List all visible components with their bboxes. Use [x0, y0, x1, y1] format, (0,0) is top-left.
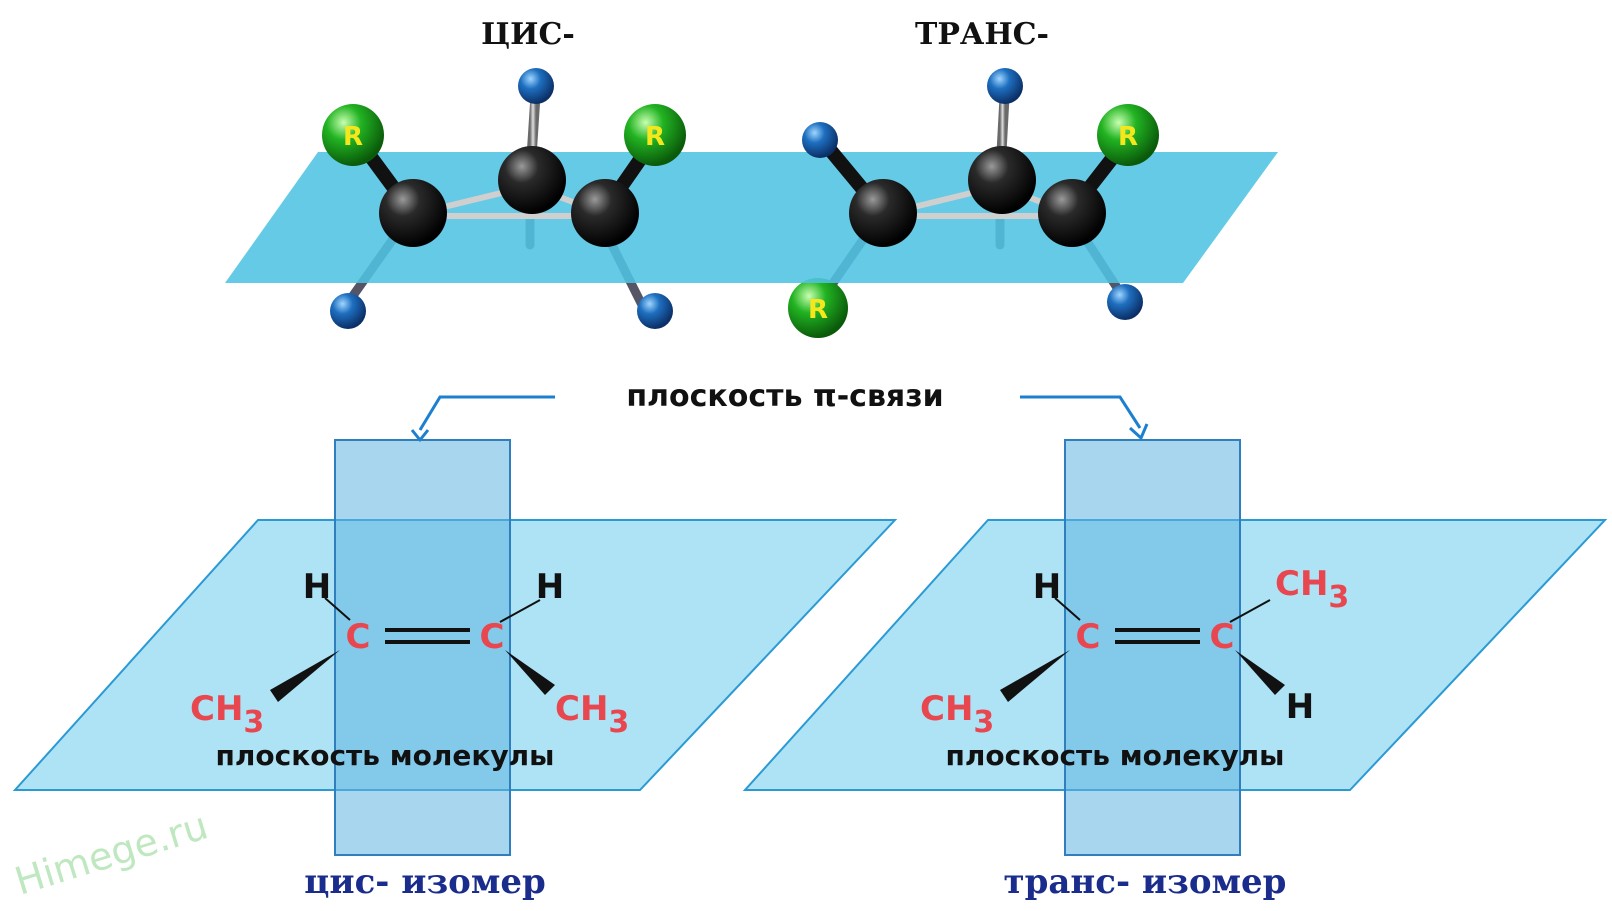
trans-h-top	[987, 68, 1023, 104]
cis-bond-h-left	[324, 597, 351, 621]
trans-bond-ch3-right	[1229, 599, 1271, 623]
cis-molecule-plane-label: плоскость молекулы	[216, 739, 555, 772]
trans-h-bottom-right: H	[1286, 687, 1314, 727]
cis-wedge-right	[505, 650, 555, 695]
pi-arrow-left	[418, 395, 555, 431]
cis-ch3-right: CH3	[555, 689, 629, 740]
cis-r-right-label: R	[645, 122, 665, 152]
trans-c-middle	[968, 146, 1036, 214]
trans-c-right	[1038, 179, 1106, 247]
cis-h-right: H	[536, 567, 564, 607]
trans-r-bottom	[788, 278, 848, 338]
trans-r-right	[1097, 104, 1159, 166]
trans-wedge-left	[1000, 650, 1070, 702]
pi-arrow-right-head	[1128, 423, 1149, 441]
trans-wedge-right	[1235, 650, 1285, 695]
trans-c-left-symbol: C	[1076, 617, 1101, 657]
cis-r-left-label: R	[343, 122, 363, 152]
trans-pi-plane	[1064, 439, 1241, 856]
cis-h-bottom-right	[637, 293, 673, 329]
trans-isomer-caption: транс- изомер	[1004, 862, 1287, 902]
trans-isomer-panel: H CH3 C C CH3 H плоскость молекулы	[742, 439, 1608, 856]
trans-bond-h-left	[1054, 597, 1081, 621]
trans-ch3-top-right: CH3	[1275, 564, 1349, 615]
cis-c-middle	[498, 146, 566, 214]
cis-wedge-left	[270, 650, 340, 702]
cis-c-left-symbol: C	[346, 617, 371, 657]
pi-arrow-right	[1020, 395, 1142, 429]
cis-h-top	[518, 68, 554, 104]
cis-h-bottom-left	[330, 293, 366, 329]
trans-c-right-symbol: C	[1210, 617, 1235, 657]
trans-ch3-bottom-left: CH3	[920, 689, 994, 740]
pi-arrow-left-head	[410, 429, 430, 443]
trans-h-upper-left	[802, 122, 838, 158]
watermark: Himege.ru	[10, 803, 213, 903]
cis-isomer-panel: H H C C CH3 CH3 плоскость молекулы	[12, 439, 898, 856]
cis-top-label: ЦИС-	[481, 17, 575, 52]
cis-isomer-caption: цис- изомер	[304, 862, 546, 902]
trans-r-right-label: R	[1118, 122, 1138, 152]
trans-molecule-plane-label: плоскость молекулы	[946, 739, 1285, 772]
trans-top-label: ТРАНС-	[915, 17, 1049, 52]
cis-bond-h-right	[499, 599, 541, 623]
cis-c-left	[379, 179, 447, 247]
cis-c-right	[571, 179, 639, 247]
cis-pi-plane	[334, 439, 511, 856]
pi-plane-label: плоскость π-связи	[626, 379, 943, 414]
cis-h-left: H	[303, 567, 331, 607]
trans-h-left: H	[1033, 567, 1061, 607]
cis-r-left	[322, 104, 384, 166]
trans-r-bottom-label: R	[808, 295, 828, 325]
trans-h-bottom-right	[1107, 284, 1143, 320]
cis-c-right-symbol: C	[480, 617, 505, 657]
cis-ch3-left: CH3	[190, 689, 264, 740]
trans-c-left	[849, 179, 917, 247]
cis-r-right	[624, 104, 686, 166]
